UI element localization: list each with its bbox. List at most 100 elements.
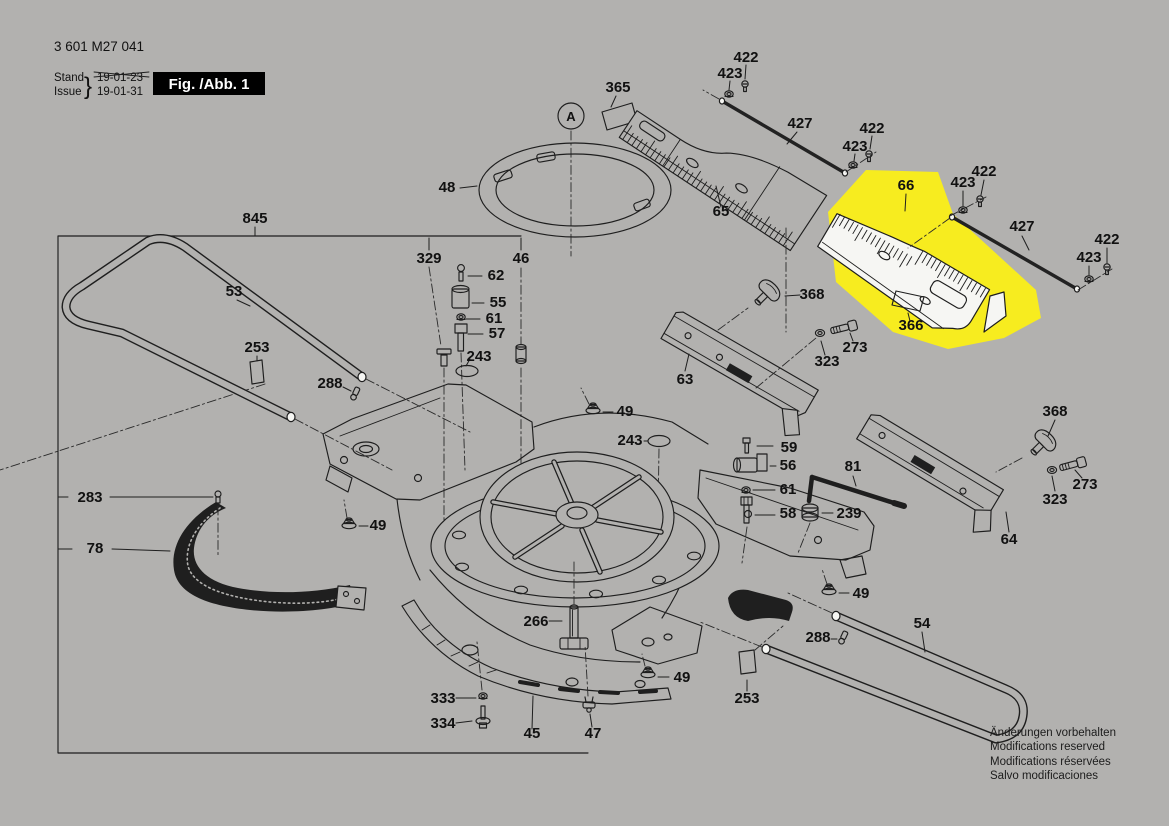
part-label-61: 61 — [780, 481, 797, 498]
part-label-423: 423 — [950, 174, 975, 191]
part-label-55: 55 — [490, 294, 507, 311]
part-label-58: 58 — [780, 505, 797, 522]
fence-66-highlighted — [817, 213, 991, 330]
part-label-845: 845 — [242, 210, 267, 227]
part-label-59: 59 — [781, 439, 798, 456]
part-label-423: 423 — [842, 138, 867, 155]
part-label-46: 46 — [513, 250, 530, 267]
fence-bracket-63 — [660, 311, 819, 437]
support-bar-53 — [61, 234, 471, 471]
part-label-365: 365 — [605, 79, 630, 96]
part-label-423: 423 — [717, 65, 742, 82]
part-label-427: 427 — [1009, 218, 1034, 235]
part-label-243: 243 — [617, 432, 642, 449]
part-label-333: 333 — [430, 690, 455, 707]
enclosure-845 — [57, 226, 589, 754]
part-label-81: 81 — [845, 458, 862, 475]
part-label-78: 78 — [87, 540, 104, 557]
part-label-65: 65 — [713, 203, 730, 220]
part-label-288: 288 — [317, 375, 342, 392]
part-label-47: 47 — [585, 725, 602, 742]
part-label-243: 243 — [466, 348, 491, 365]
detail-marker-letter: A — [566, 109, 576, 124]
screw-334 — [455, 705, 491, 729]
part-label-422: 422 — [1094, 231, 1119, 248]
header: 3 601 M27 041 Stand Issue } 19-01-23 19-… — [54, 39, 265, 100]
leader-65 — [715, 185, 722, 208]
footer-line-1: Änderungen vorbehalten — [990, 727, 1116, 739]
part-label-273: 273 — [842, 339, 867, 356]
part-label-49: 49 — [674, 669, 691, 686]
part-label-329: 329 — [416, 250, 441, 267]
label-plate-366 — [891, 290, 925, 322]
footer-line-2: Modifications reserved — [990, 741, 1105, 753]
scale-arc-78 — [173, 502, 367, 612]
rod-427-lower — [907, 196, 1113, 293]
wheel-spokes — [490, 459, 664, 575]
part-label-323: 323 — [814, 353, 839, 370]
issue-label: Issue — [54, 86, 82, 98]
part-label-366: 366 — [898, 317, 923, 334]
part-label-63: 63 — [677, 371, 694, 388]
footer-line-3: Modifications réservées — [990, 756, 1111, 768]
bolt-266 — [548, 561, 589, 650]
footer-line-4: Salvo modificaciones — [990, 770, 1098, 782]
part-label-283: 283 — [77, 489, 102, 506]
part-label-334: 334 — [430, 715, 456, 732]
leader-63 — [684, 353, 690, 372]
part-label-368: 368 — [1042, 403, 1067, 420]
screw-329 — [428, 266, 452, 541]
spacer-plate-253-left — [0, 355, 266, 471]
part-label-368: 368 — [799, 286, 824, 303]
issue-date: 19-01-31 — [97, 86, 143, 98]
part-label-422: 422 — [733, 49, 758, 66]
part-label-323: 323 — [1042, 491, 1067, 508]
screw-283 — [214, 490, 222, 557]
hex-key-81 — [806, 474, 907, 509]
part-label-54: 54 — [914, 615, 931, 632]
part-label-48: 48 — [439, 179, 456, 196]
figure-badge — [153, 72, 265, 95]
part-label-239: 239 — [836, 505, 861, 522]
part-label-266: 266 — [523, 613, 548, 630]
stand-date: 19-01-23 — [97, 72, 143, 84]
part-label-62: 62 — [488, 267, 505, 284]
part-label-66: 66 — [898, 177, 915, 194]
part-label-273: 273 — [1072, 476, 1097, 493]
part-label-56: 56 — [780, 457, 797, 474]
stud-47 — [582, 644, 596, 728]
support-bar-54 — [699, 592, 1028, 744]
part-label-423: 423 — [1076, 249, 1101, 266]
leader-64 — [1005, 511, 1010, 533]
part-label-57: 57 — [489, 325, 506, 342]
fence-66-end-bracket — [983, 291, 1007, 333]
nut-333 — [455, 641, 488, 700]
fence-bracket-64 — [856, 414, 1005, 533]
part-label-45: 45 — [524, 725, 541, 742]
detail-marker-a: A — [557, 102, 585, 257]
figure-badge-label: Fig. /Abb. 1 — [169, 76, 250, 93]
stand-label: Stand — [54, 72, 84, 84]
footer-notice: Änderungen vorbehalten Modifications res… — [990, 727, 1116, 782]
rod-427-upper — [702, 89, 877, 177]
part-label-253: 253 — [244, 339, 269, 356]
part-label-49: 49 — [370, 517, 387, 534]
part-label-427: 427 — [787, 115, 812, 132]
part-label-253: 253 — [734, 690, 759, 707]
table-insert-ring-48 — [459, 142, 672, 238]
part-label-53: 53 — [226, 283, 243, 300]
part-label-61: 61 — [486, 310, 503, 327]
part-label-422: 422 — [971, 163, 996, 180]
fence-65 — [618, 110, 828, 252]
part-label-64: 64 — [1001, 531, 1018, 548]
fastener-column-right — [732, 437, 834, 564]
part-label-288: 288 — [805, 629, 830, 646]
date-brace: } — [84, 73, 92, 100]
part-label-422: 422 — [859, 120, 884, 137]
segment-plate-45 — [401, 599, 672, 730]
leader-66 — [904, 193, 907, 212]
